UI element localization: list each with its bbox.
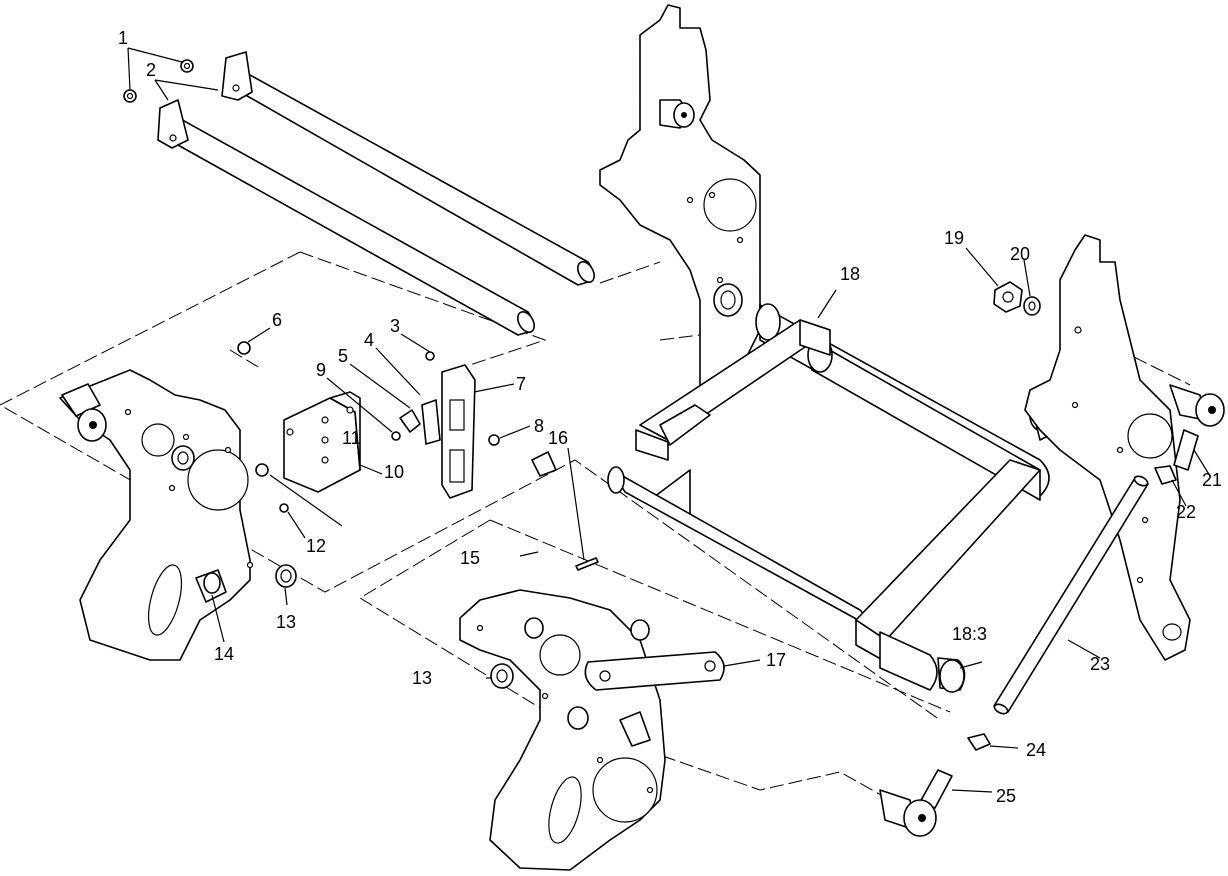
switch-parts [237, 341, 500, 513]
lever-pins [524, 617, 650, 641]
long-rod [993, 475, 1149, 715]
washer-lower [490, 663, 514, 689]
shaft-nuts [123, 59, 194, 103]
hairpin-and-clevis [531, 451, 599, 571]
callout-11: 11 [342, 428, 361, 448]
tall-side-plate [599, 4, 761, 396]
callout-2: 2 [146, 60, 156, 80]
washer-upper [275, 564, 297, 588]
callout-3: 3 [390, 316, 400, 336]
lever-arm [584, 651, 725, 691]
upper-rod-end [1154, 384, 1225, 485]
pivot-pin [195, 569, 227, 603]
lower-rod-end [879, 769, 953, 837]
callout-16: 16 [548, 428, 568, 448]
callout-15: 15 [460, 548, 480, 568]
callout-4: 4 [364, 330, 374, 350]
jam-nut [967, 733, 991, 751]
callout-18-3: 18:3 [952, 624, 987, 644]
left-side-plate [59, 369, 254, 661]
lower-shaft [157, 99, 535, 336]
callout-18: 18 [840, 264, 860, 284]
callout-1: 1 [118, 28, 128, 48]
callout-20: 20 [1010, 244, 1030, 264]
bushings [937, 657, 966, 693]
callout-8: 8 [534, 416, 544, 436]
leader-lines [127, 47, 1211, 793]
callout-21: 21 [1202, 470, 1222, 490]
assembly-lines [0, 251, 1191, 801]
callout-13: 13 [276, 612, 296, 632]
callout-23: 23 [1090, 654, 1110, 674]
callout-12: 12 [306, 536, 326, 556]
callout-14: 14 [214, 644, 234, 664]
nut-and-washer [993, 281, 1041, 316]
right-side-plate [1024, 234, 1191, 661]
callout-24: 24 [1026, 740, 1046, 760]
callout-17: 17 [766, 650, 786, 670]
callout-22: 22 [1176, 502, 1196, 522]
upper-shaft [221, 51, 595, 286]
switch-plate [441, 364, 476, 499]
mount-bracket [283, 391, 361, 493]
callout-9: 9 [316, 360, 326, 380]
callout-13-lower: 13 [412, 668, 432, 688]
callout-6: 6 [272, 310, 282, 330]
callout-7: 7 [516, 374, 526, 394]
callout-labels: 1 2 3 4 5 6 7 8 9 10 11 12 13 13 14 15 1… [118, 28, 1222, 806]
callout-25: 25 [996, 786, 1016, 806]
callout-19: 19 [944, 228, 964, 248]
callout-10: 10 [384, 462, 404, 482]
main-frame [607, 303, 1061, 691]
callout-5: 5 [338, 346, 348, 366]
